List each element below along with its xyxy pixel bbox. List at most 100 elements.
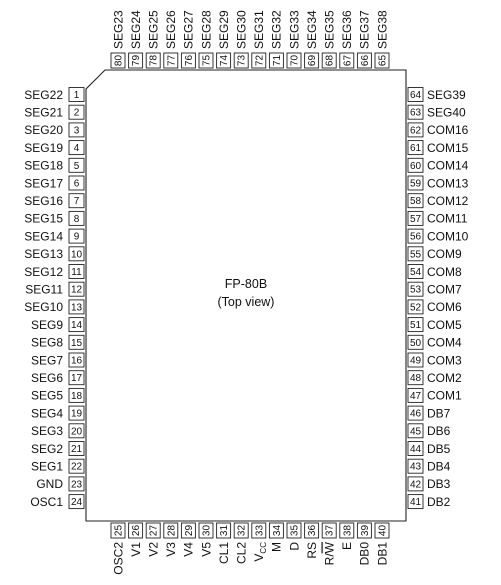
pin-bottom-32: 32	[233, 522, 249, 539]
pin-bottom-25: 25	[110, 522, 126, 539]
pin-name-left: SEG22	[24, 88, 63, 102]
pin-name-bottom: V2	[147, 542, 161, 557]
pin-name-left: SEG5	[31, 389, 63, 403]
pin-number: 34	[272, 525, 283, 537]
pin-name-bottom: RS	[305, 542, 319, 559]
pin-name-bottom: R/W	[323, 541, 337, 565]
pin-name-top: SEG30	[235, 10, 249, 49]
pin-box	[68, 441, 85, 456]
pin-left-2: 2	[68, 104, 85, 120]
pin-number: 31	[219, 525, 230, 537]
pin-box	[233, 52, 249, 69]
pin-box	[68, 352, 85, 368]
pin-name-left: SEG14	[24, 229, 63, 243]
pin-number: 6	[74, 179, 80, 190]
pin-top-67: 67	[339, 52, 355, 69]
pin-box	[68, 210, 85, 226]
pin-top-72: 72	[251, 52, 267, 69]
pin-name-bottom: V3	[164, 542, 178, 557]
pin-box	[68, 104, 85, 120]
pin-number: 45	[410, 426, 422, 437]
pin-name-top: SEG23	[111, 10, 125, 49]
pin-name-bottom: VCC	[252, 542, 268, 562]
pin-right-64: 64	[407, 87, 424, 102]
pin-box	[68, 317, 85, 333]
pin-right-42: 42	[407, 476, 424, 492]
pin-box	[251, 52, 267, 69]
pin-name-left: SEG9	[31, 318, 63, 332]
pin-name-right: SEG39	[427, 88, 466, 102]
pin-name-top: SEG32	[270, 10, 284, 49]
pin-name-right: SEG40	[427, 106, 466, 120]
pin-number: 73	[237, 55, 248, 67]
pin-bottom-34: 34	[268, 522, 284, 539]
pin-name-top: SEG36	[340, 10, 354, 49]
pin-name-left: GND	[36, 477, 63, 491]
pin-box	[286, 522, 302, 539]
pin-number: 33	[254, 525, 265, 537]
pin-number: 27	[149, 525, 160, 537]
pin-name-right: COM3	[427, 353, 462, 367]
pin-number: 56	[410, 232, 422, 243]
pin-number: 10	[71, 249, 83, 260]
pin-number: 11	[71, 267, 82, 278]
pin-box	[339, 522, 355, 539]
pin-box	[128, 52, 144, 69]
pin-right-44: 44	[407, 441, 424, 456]
pin-box	[407, 423, 424, 439]
pin-number: 61	[410, 143, 422, 154]
pin-box	[68, 423, 85, 439]
pin-name-right: COM9	[427, 247, 462, 261]
pin-name-left: SEG4	[31, 406, 63, 420]
pin-right-60: 60	[407, 157, 424, 173]
pin-name-left: SEG12	[24, 265, 63, 279]
pin-name-top: SEG28	[199, 10, 213, 49]
pin-name-right: DB5	[427, 442, 451, 456]
pin-name-right: DB3	[427, 477, 451, 491]
pin-box	[145, 522, 161, 539]
pin-number: 20	[71, 426, 83, 437]
pin-left-24: 24	[68, 494, 85, 510]
pin-box	[321, 522, 337, 539]
pin-name-top: SEG24	[129, 10, 143, 49]
pin-name-right: COM2	[427, 371, 462, 385]
pin-box	[251, 522, 267, 539]
pin-name-left: SEG21	[24, 106, 63, 120]
pin-left-15: 15	[68, 334, 85, 350]
pin-right-56: 56	[407, 228, 424, 244]
pin-box	[216, 522, 232, 539]
chip-body-outline	[85, 69, 407, 522]
pin-name-left: SEG17	[24, 176, 63, 190]
pin-number: 57	[410, 214, 422, 225]
pin-box	[68, 175, 85, 191]
pin-bottom-40: 40	[374, 522, 390, 539]
pin-box	[198, 522, 214, 539]
pin-name-top: SEG37	[358, 10, 372, 49]
pin-box	[339, 52, 355, 69]
pin-number: 71	[272, 55, 283, 67]
pin-name-left: SEG15	[24, 212, 63, 226]
pin-name-bottom: CL1	[217, 542, 231, 564]
pin-number: 16	[71, 356, 83, 367]
pin-bottom-39: 39	[356, 522, 372, 539]
pin-box	[407, 494, 424, 510]
pin-box	[407, 352, 424, 368]
pin-right-51: 51	[407, 317, 424, 333]
chip-package: FP-80B (Top view)	[85, 69, 407, 522]
pin-right-49: 49	[407, 352, 424, 368]
pin-bottom-27: 27	[145, 522, 161, 539]
pin-name-right: COM15	[427, 141, 469, 155]
pins: 1SEG222SEG213SEG204SEG195SEG186SEG177SEG…	[24, 10, 468, 575]
pin-box	[407, 175, 424, 191]
pin-box	[68, 458, 85, 474]
pin-number: 79	[131, 55, 142, 67]
pin-name-bottom: DB1	[375, 542, 389, 566]
pin-right-54: 54	[407, 264, 424, 279]
pin-box	[407, 317, 424, 333]
pin-bottom-28: 28	[163, 522, 179, 539]
package-view-label: (Top view)	[218, 295, 275, 309]
pin-box	[407, 228, 424, 244]
pin-number: 29	[184, 525, 195, 537]
pin-left-5: 5	[68, 157, 85, 173]
pin-box	[407, 157, 424, 173]
